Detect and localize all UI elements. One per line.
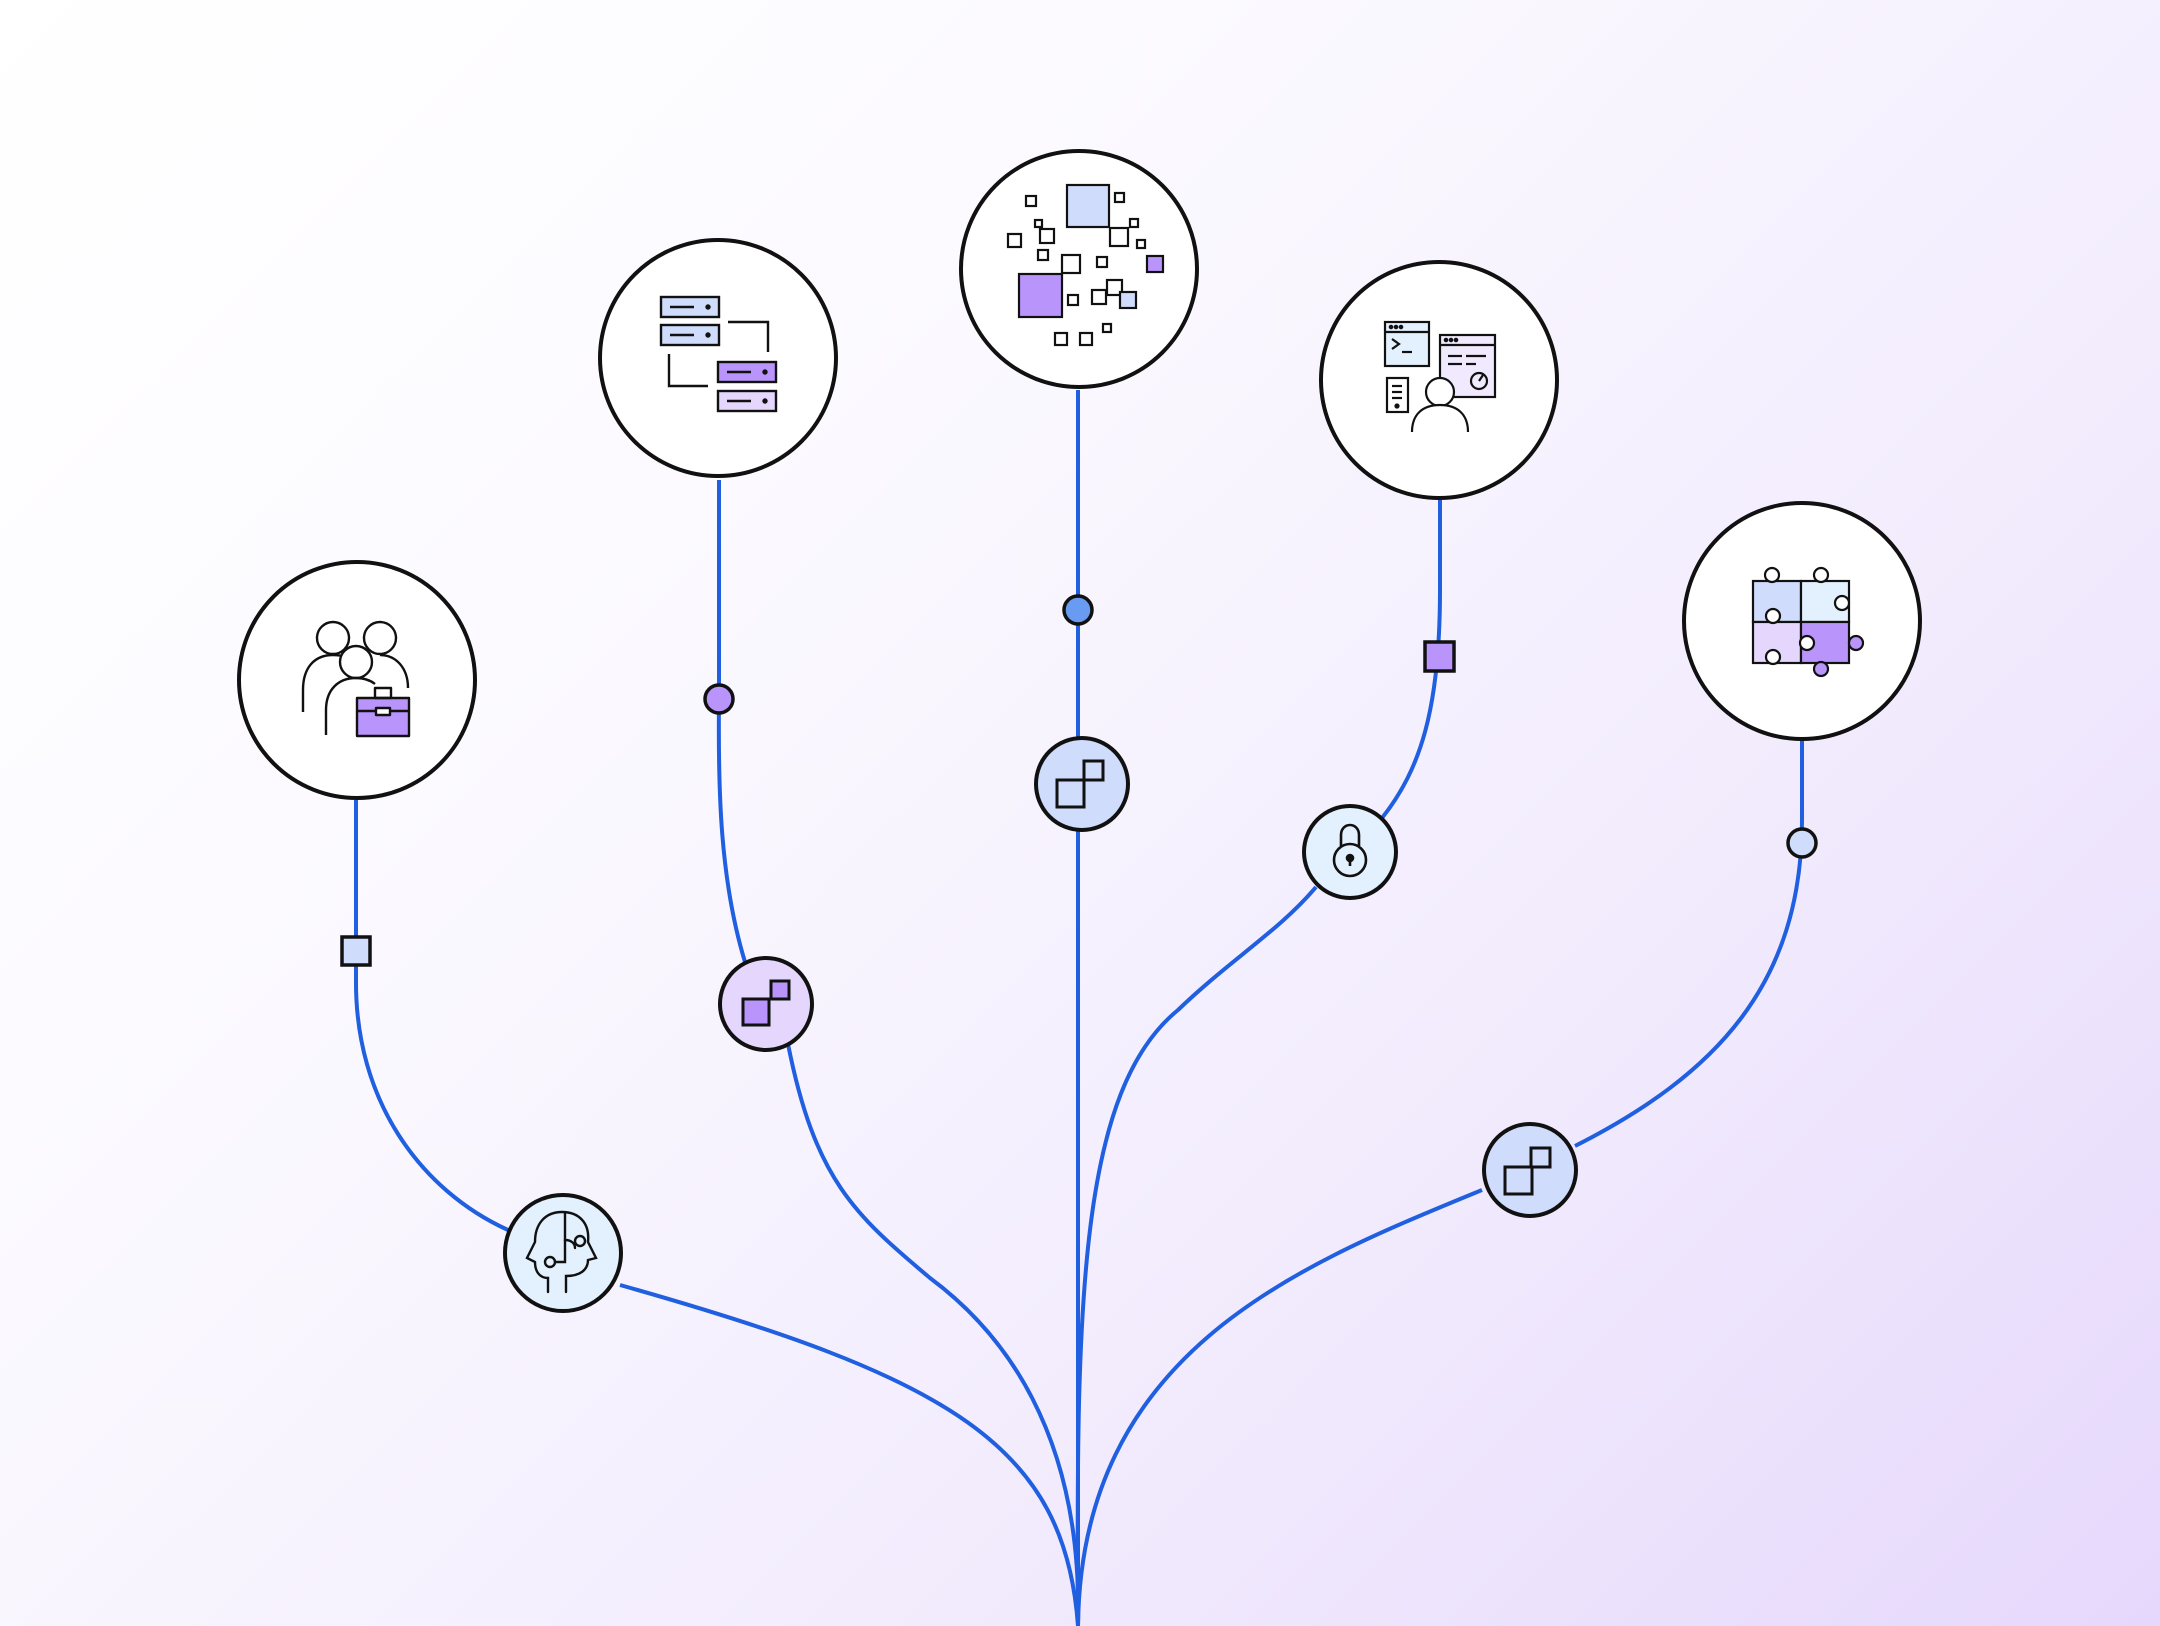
padlock-icon [1332,823,1368,878]
branch-line-team [353,800,1080,1626]
connector-link-purple[interactable] [718,956,814,1052]
node-servers[interactable] [598,238,838,478]
node-team[interactable] [237,560,477,800]
branch-line-servers [716,480,1081,1626]
link-squares-icon [1055,759,1105,809]
markers [340,594,1818,967]
branch-line-developer [1075,500,1442,1626]
marker-integration [1786,827,1818,859]
link-squares-icon [1503,1146,1552,1196]
node-data[interactable] [959,149,1199,389]
data-squares-icon [1006,183,1165,347]
branch-lines [353,390,1804,1626]
marker-team [340,935,372,967]
branch-line-integration [1076,740,1804,1626]
node-integration[interactable] [1682,501,1922,741]
connector-link-right[interactable] [1482,1122,1578,1218]
server-network-icon [659,295,778,413]
connector-lock[interactable] [1302,804,1398,900]
connector-link-center[interactable] [1034,736,1130,832]
marker-developer [1423,640,1456,673]
connector-brain[interactable] [503,1193,623,1313]
developer-dashboard-icon [1383,320,1497,433]
marker-data [1062,594,1094,626]
node-developer[interactable] [1319,260,1559,500]
link-squares-icon [741,979,791,1027]
puzzle-pieces-icon [1751,566,1865,678]
marker-servers [703,683,735,715]
team-briefcase-icon [301,620,411,738]
brain-gears-icon [525,1210,598,1294]
